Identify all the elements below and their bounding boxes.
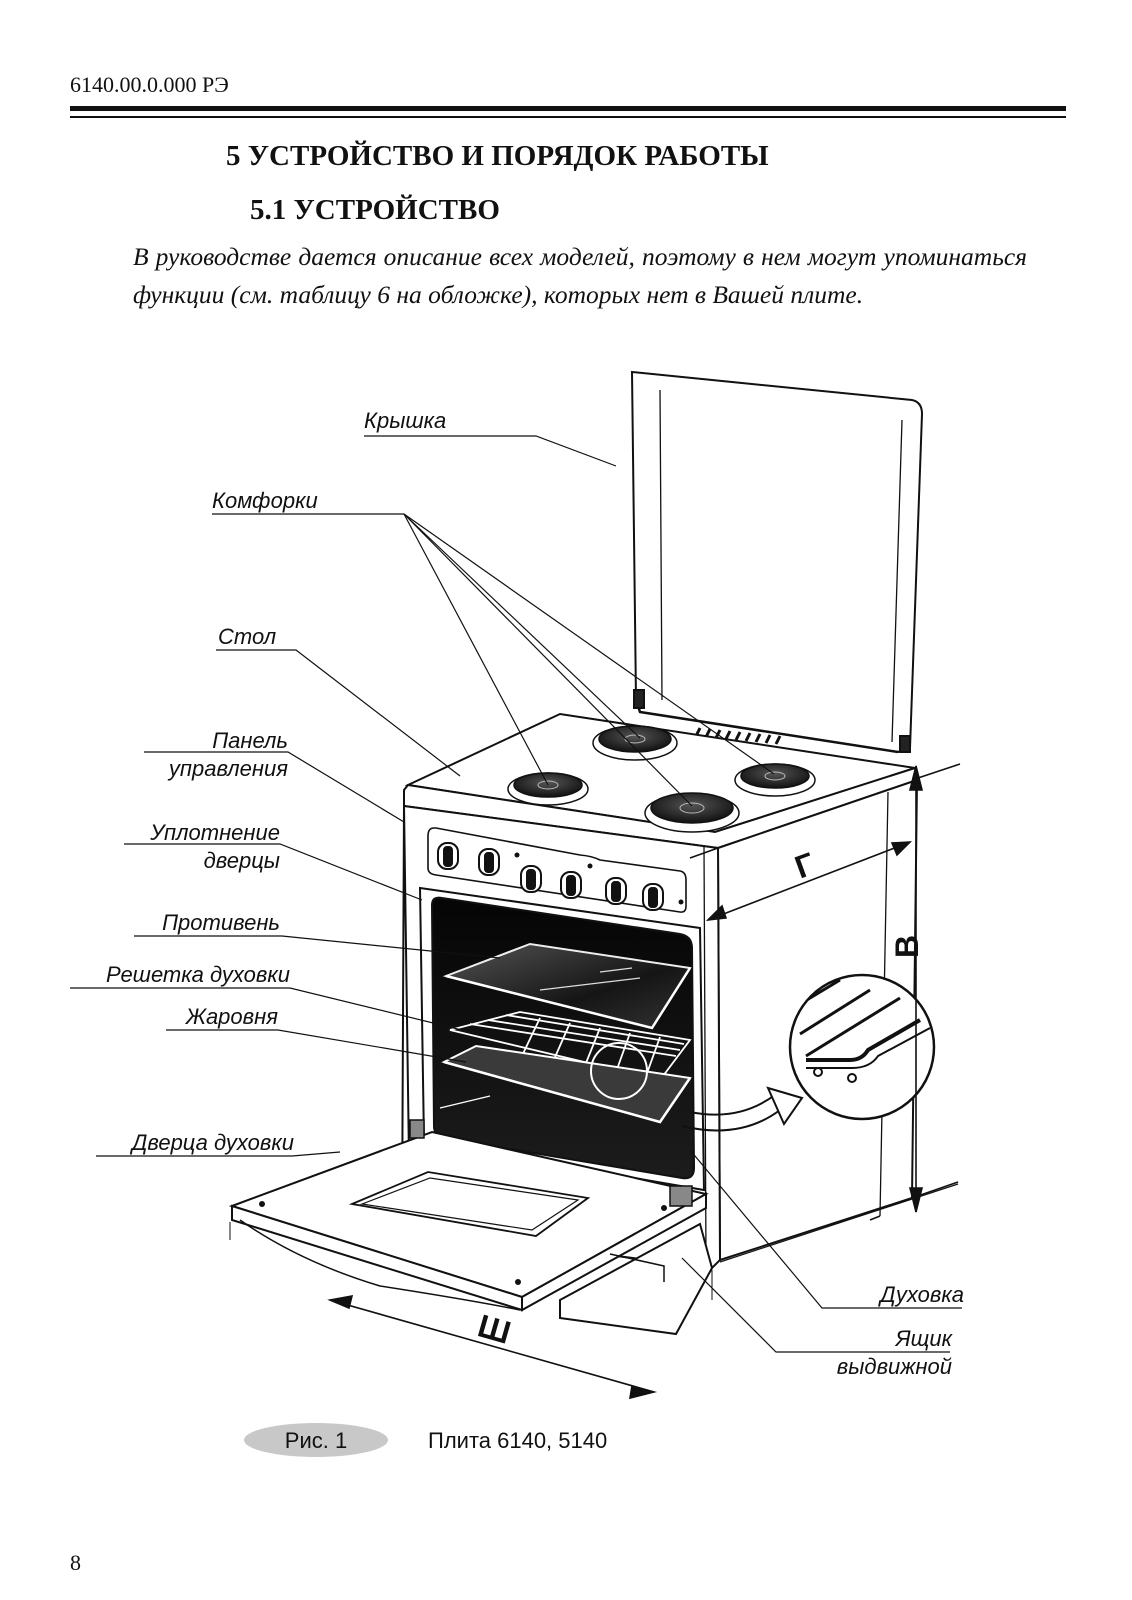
label-burners: Комфорки bbox=[212, 488, 318, 513]
page-number: 8 bbox=[70, 1550, 81, 1575]
baking-tray bbox=[442, 942, 692, 1030]
document-code: 6140.00.0.000 РЭ bbox=[70, 72, 229, 97]
dimension-height: В bbox=[889, 935, 925, 958]
burner-rear-right bbox=[734, 763, 816, 797]
lid bbox=[630, 370, 924, 754]
knob-4 bbox=[560, 871, 582, 899]
caption-number: Рис. 1 bbox=[285, 1428, 347, 1453]
label-lid: Крышка bbox=[364, 408, 446, 433]
roaster bbox=[441, 1042, 692, 1124]
label-tray: Противень bbox=[162, 910, 280, 935]
section-title: 5 УСТРОЙСТВО И ПОРЯДОК РАБОТЫ bbox=[226, 140, 769, 172]
knobs bbox=[437, 842, 664, 911]
label-drawer-line2: выдвижной bbox=[837, 1354, 952, 1379]
burners bbox=[507, 725, 816, 833]
knob-3 bbox=[520, 865, 542, 893]
caption-text: Плита 6140, 5140 bbox=[428, 1428, 607, 1453]
dimension-lines bbox=[229, 763, 961, 1400]
label-panel-line1: Панель bbox=[212, 728, 288, 753]
oven-rack bbox=[449, 1011, 692, 1082]
header-rule-thick bbox=[70, 106, 1066, 111]
burner-rear-left bbox=[592, 725, 678, 761]
label-oven: Духовка bbox=[877, 1282, 964, 1307]
label-roaster: Жаровня bbox=[185, 1004, 278, 1029]
leader-lines bbox=[70, 435, 962, 1353]
label-panel-line2: управления bbox=[167, 756, 288, 781]
stove-figure: Г В Ш Крышка Комфорки Стол Панель управл… bbox=[70, 370, 964, 1457]
burner-front-right bbox=[644, 792, 740, 833]
subsection-title: 5.1 УСТРОЙСТВО bbox=[250, 194, 500, 226]
label-drawer-line1: Ящик bbox=[895, 1326, 954, 1351]
label-rack: Решетка духовки bbox=[106, 962, 290, 987]
burner-front-left bbox=[507, 772, 589, 806]
label-seal-line1: Уплотнение bbox=[149, 820, 280, 845]
knob-5 bbox=[605, 877, 627, 905]
knob-2 bbox=[478, 848, 500, 876]
header-rule-thin bbox=[70, 116, 1066, 118]
label-table: Стол bbox=[218, 624, 276, 649]
label-seal-line2: дверцы bbox=[204, 848, 280, 873]
intro-paragraph: В руководстве дается описание всех модел… bbox=[133, 242, 1027, 309]
knob-6 bbox=[642, 883, 664, 911]
knob-1 bbox=[437, 842, 459, 870]
dimension-width: Ш bbox=[474, 1307, 515, 1350]
caption-badge bbox=[244, 1423, 388, 1457]
label-door: Дверца духовки bbox=[129, 1130, 294, 1155]
indicator-lights bbox=[514, 852, 684, 905]
oven-door bbox=[228, 1119, 709, 1312]
control-panel bbox=[427, 827, 687, 913]
drawer bbox=[559, 1222, 714, 1336]
rack-detail-zoom bbox=[681, 973, 936, 1132]
